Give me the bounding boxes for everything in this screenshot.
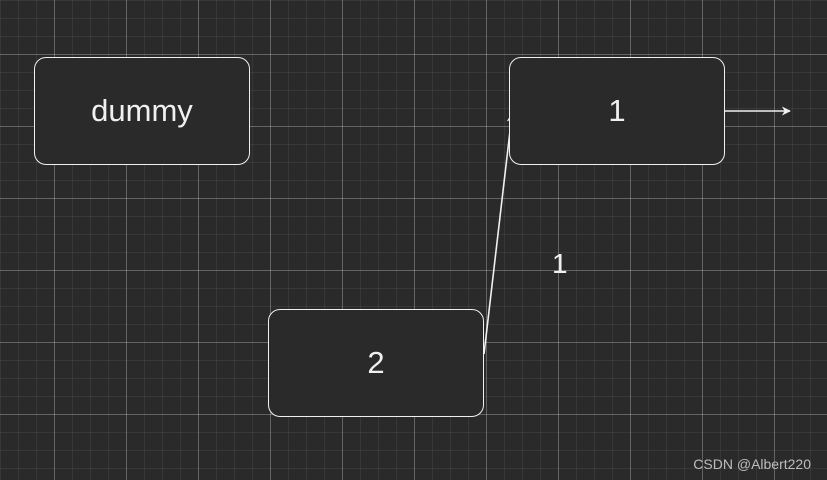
node-2-label: 2 [367, 345, 385, 380]
node-dummy-label: dummy [91, 93, 193, 128]
edge-two-to-one-label: 1 [552, 248, 568, 279]
node-dummy[interactable]: dummy [34, 57, 250, 165]
node-1[interactable]: 1 [509, 57, 725, 165]
edge-two-to-one[interactable] [483, 113, 516, 355]
watermark: CSDN @Albert220 [693, 456, 811, 472]
node-2[interactable]: 2 [268, 309, 484, 417]
node-1-label: 1 [608, 93, 626, 128]
